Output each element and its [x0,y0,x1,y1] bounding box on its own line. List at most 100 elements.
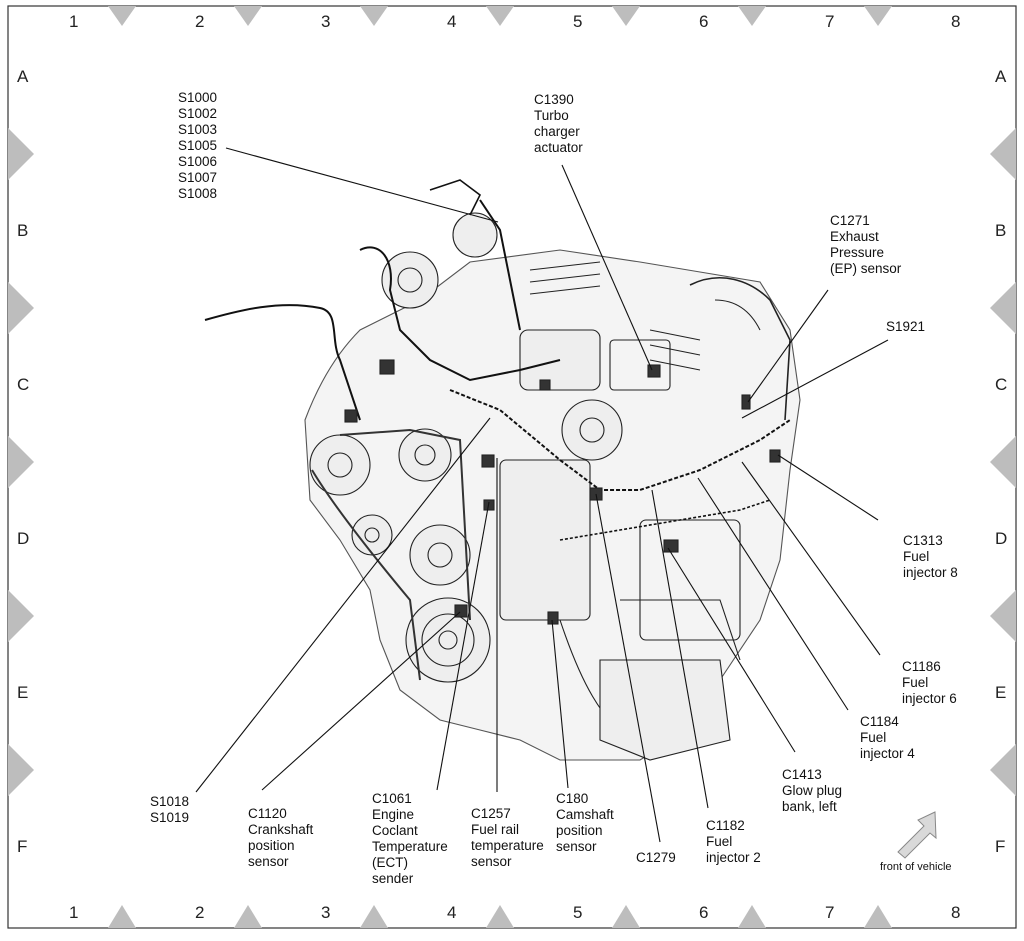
callout-line: Exhaust [830,229,879,244]
row-label-right-c: C [995,375,1008,394]
callout-line: S1006 [178,154,218,169]
callout-line: injector 4 [860,746,915,761]
col-label-bottom-3: 3 [321,903,331,922]
callout-line: sensor [471,854,512,869]
callout-line: C1186 [902,659,941,674]
callout-line: C1279 [636,850,676,865]
callout-line: Temperature [372,839,448,854]
callout-line: Fuel [706,834,733,849]
callout-line: position [556,823,603,838]
callout-line: Pressure [830,245,885,260]
callout-line: Fuel [902,675,929,690]
row-label-right-e: E [995,683,1007,702]
callout-line: position [248,838,295,853]
col-label-bottom-7: 7 [825,903,835,922]
col-label-bottom-4: 4 [447,903,457,922]
callout-line: S1019 [150,810,190,825]
callout-line: sensor [248,854,289,869]
callout-line: C1271 [830,213,870,228]
callout-c1279: C1279 [636,850,676,866]
col-label-top-8: 8 [951,12,961,31]
row-label-left-d: D [17,529,30,548]
col-label-bottom-5: 5 [573,903,583,922]
row-label-left-f: F [17,837,28,856]
engine-artwork [204,179,801,761]
callout-line: (ECT) [372,855,408,870]
callout-line: charger [534,124,580,139]
col-label-top-7: 7 [825,12,835,31]
callout-line: S1005 [178,138,218,153]
callout-line: injector 8 [903,565,958,580]
callout-line: Glow plug [782,783,843,798]
col-label-top-3: 3 [321,12,331,31]
callout-line: Camshaft [556,807,614,822]
callout-line: injector 6 [902,691,957,706]
callout-s1921: S1921 [886,319,925,335]
col-label-top-2: 2 [195,12,205,31]
callout-line: Engine [372,807,415,822]
callout-line: Fuel rail [471,822,520,837]
callout-line: C180 [556,791,589,806]
callout-line: Turbo [534,108,569,123]
col-label-top-1: 1 [69,12,79,31]
row-label-right-a: A [995,67,1007,86]
callout-line: S1921 [886,319,926,334]
row-label-right-b: B [995,221,1007,240]
callout-line: S1007 [178,170,218,185]
callout-line: C1413 [782,767,822,782]
callout-line: C1390 [534,92,574,107]
callout-line: S1000 [178,90,218,105]
callout-line: S1002 [178,106,218,121]
callout-line: Crankshaft [248,822,314,837]
callout-line: C1257 [471,806,511,821]
callout-line: C1184 [860,714,899,729]
col-label-top-6: 6 [699,12,709,31]
callout-line: injector 2 [706,850,761,865]
callout-line: Fuel [860,730,887,745]
row-label-left-a: A [17,67,29,86]
callout-line: C1182 [706,818,745,833]
grid-markers [8,6,1016,928]
callout-line: Fuel [903,549,930,564]
front-of-vehicle-label: front of vehicle [880,861,952,873]
callout-line: S1008 [178,186,218,201]
callout-line: S1003 [178,122,218,137]
callout-line: (EP) sensor [830,261,902,276]
row-label-left-e: E [17,683,29,702]
callout-line: actuator [534,140,583,155]
callout-line: temperature [471,838,544,853]
row-label-left-b: B [17,221,29,240]
callout-line: C1061 [372,791,412,806]
col-label-bottom-2: 2 [195,903,205,922]
row-label-left-c: C [17,375,30,394]
front-arrow-icon [897,811,937,859]
col-label-top-5: 5 [573,12,583,31]
row-label-right-f: F [995,837,1006,856]
callout-line: sensor [556,839,597,854]
callout-line: bank, left [782,799,837,814]
callout-line: C1120 [248,806,287,821]
row-label-right-d: D [995,529,1008,548]
col-label-top-4: 4 [447,12,457,31]
callout-line: C1313 [903,533,943,548]
leader-lines [195,147,889,843]
callout-line: Coclant [372,823,418,838]
col-label-bottom-1: 1 [69,903,79,922]
col-label-bottom-8: 8 [951,903,961,922]
callout-line: sender [372,871,414,886]
